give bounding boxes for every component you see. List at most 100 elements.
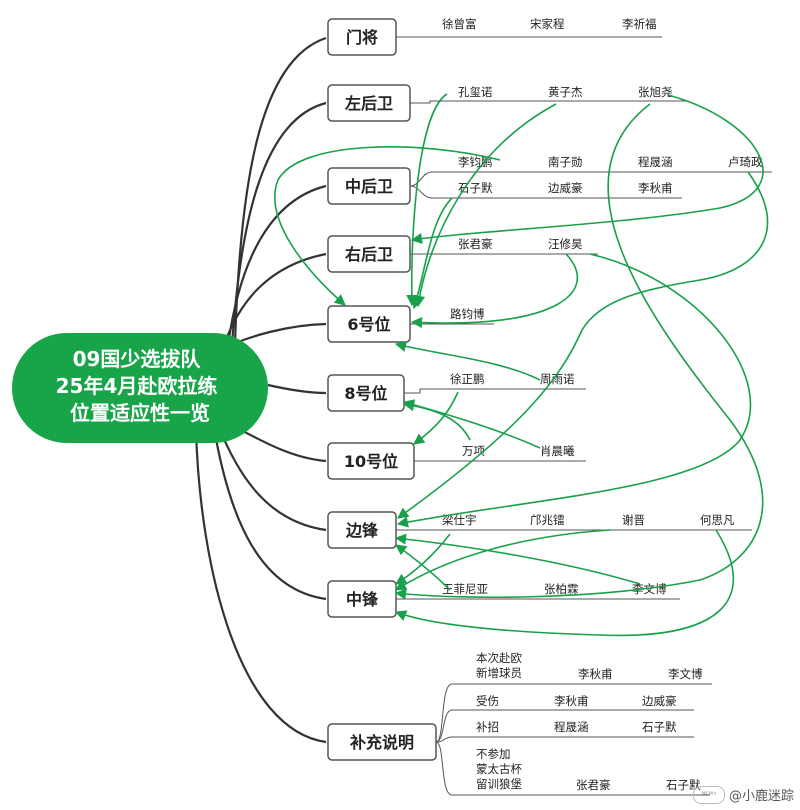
player-8-2: 周雨诺 <box>540 372 575 386</box>
arrow-xuzhengpeng-to-10 <box>413 391 459 445</box>
arrow-konxinuo-to-6 <box>406 93 448 307</box>
note-name-4-1: 张君豪 <box>576 778 611 792</box>
player-striker-3: 李文博 <box>632 582 667 596</box>
branch-line-8 <box>267 383 327 395</box>
position-label-8: 8号位 <box>344 384 387 403</box>
note-name-4-2: 石子默 <box>666 778 701 792</box>
note-name-2-2: 边威豪 <box>642 694 677 708</box>
svg-text:09国少选拔队 25年4月赴欧拉练: 09国少选拔队 25年4月赴欧拉练 位置适应性一览 <box>56 347 225 425</box>
branch-line-notes <box>194 429 327 744</box>
position-label-lb: 左后卫 <box>344 94 393 113</box>
branch-line-winger <box>216 424 327 532</box>
branch-line-rb <box>222 252 327 346</box>
arrow-zhangxuyao-to-rb <box>410 94 764 245</box>
note-name-1-2: 李文博 <box>668 667 703 681</box>
arrow-lijunpeng-to-6 <box>274 146 501 306</box>
position-label-striker: 中锋 <box>346 590 379 609</box>
notes-label: 补充说明 <box>349 733 414 752</box>
player-cb-4: 卢琦政 <box>728 155 763 169</box>
player-gk-1: 徐曾富 <box>442 17 477 31</box>
position-node-6: 6号位 <box>327 305 411 343</box>
player-lb-3: 张旭尧 <box>638 85 673 99</box>
position-label-cb: 中后卫 <box>345 177 393 196</box>
branch-lines <box>194 36 327 744</box>
notes-node: 补充说明 <box>327 723 437 761</box>
root-title-line-1: 09国少选拔队 <box>73 347 202 371</box>
arrow-huangzijie-to-6 <box>413 103 557 308</box>
position-node-lb: 左后卫 <box>327 84 411 122</box>
player-10-1: 万项 <box>462 444 485 458</box>
root-node: 09国少选拔队 25年4月赴欧拉练 位置适应性一览 <box>12 333 268 443</box>
notes-rows: 本次赴欧 新增球员 李秋甫 李文博 受伤 李秋甫 边威豪 补招 程晟涵 石子默 … <box>476 651 703 792</box>
arrow-hesifan-to-striker <box>394 529 734 637</box>
player-cb-5: 石子默 <box>458 181 493 195</box>
player-lb-2: 黄子杰 <box>548 85 583 99</box>
root-title-line-2: 25年4月赴欧拉练 <box>56 374 218 398</box>
position-node-10: 10号位 <box>327 442 415 480</box>
arrow-zhouyunuo-to-6 <box>394 341 541 381</box>
note-label-4-line-1: 不参加 <box>476 747 511 761</box>
note-name-1-1: 李秋甫 <box>578 667 613 681</box>
branch-line-lb <box>230 101 327 346</box>
position-label-rb: 右后卫 <box>345 245 393 264</box>
player-rb-1: 张君豪 <box>458 237 493 251</box>
arrow-xiaochenxi-to-8 <box>402 399 541 449</box>
player-cb-3: 程晟涵 <box>638 155 673 169</box>
position-node-gk: 门将 <box>327 18 397 56</box>
note-label-1-line-2: 新增球员 <box>476 666 522 680</box>
note-label-2: 受伤 <box>476 694 499 708</box>
watermark-text: @小鹿迷踪 <box>728 789 794 804</box>
player-striker-1: 王菲尼亚 <box>442 582 488 596</box>
player-cb-1: 李钧鹏 <box>458 155 493 169</box>
position-label-10: 10号位 <box>344 452 398 471</box>
player-lb-1: 孔玺诺 <box>458 85 493 99</box>
note-label-1-line-1: 本次赴欧 <box>476 651 522 665</box>
note-name-3-1: 程晟涵 <box>554 720 589 734</box>
player-underlines <box>396 36 772 796</box>
root-title-line-3: 位置适应性一览 <box>70 401 210 425</box>
arrow-zhangxuyao-to-striker <box>394 103 764 600</box>
player-6-1: 路钧博 <box>450 307 485 321</box>
player-gk-3: 李祈福 <box>622 17 657 31</box>
position-node-8: 8号位 <box>327 374 405 412</box>
player-8-1: 徐正鹏 <box>450 372 485 386</box>
branch-line-cb <box>226 184 327 346</box>
player-striker-2: 张柏霖 <box>544 582 579 596</box>
note-name-3-2: 石子默 <box>642 720 677 734</box>
player-cb-6: 边威豪 <box>548 181 583 195</box>
position-label-winger: 边锋 <box>345 521 379 540</box>
arrow-wangxiuhao-to-6 <box>410 253 578 329</box>
branch-line-striker <box>212 427 327 601</box>
player-cb-7: 李秋甫 <box>638 181 673 195</box>
position-label-gk: 门将 <box>346 28 378 47</box>
arrow-wanxiang-to-8 <box>402 400 471 441</box>
arrow-luqizheng-to-winger <box>397 171 769 519</box>
player-cb-2: 南子勋 <box>548 155 583 169</box>
arrow-wangfeiniya-to-winger <box>395 544 451 591</box>
position-node-winger: 边锋 <box>327 511 397 549</box>
note-label-3: 补招 <box>476 720 499 734</box>
player-rb-2: 汪修昊 <box>548 237 583 251</box>
arrow-liwenbo-to-winger <box>394 533 641 585</box>
news-logo-icon: ᴺᴱᵂˢ <box>692 785 725 804</box>
players: 徐曾富 宋家程 李祈福 孔玺诺 黄子杰 张旭尧 李钧鹏 南子勋 程晟涵 卢琦政 … <box>442 17 763 596</box>
note-label-4-line-2: 蒙太古杯 <box>476 762 522 776</box>
player-winger-2: 邝兆镭 <box>530 513 565 527</box>
player-gk-2: 宋家程 <box>530 17 565 31</box>
position-node-cb: 中后卫 <box>327 167 411 205</box>
position-label-6: 6号位 <box>347 315 390 334</box>
position-node-rb: 右后卫 <box>327 235 411 273</box>
arrow-shizimo-to-6 <box>411 197 453 310</box>
cross-position-arrows <box>274 93 769 637</box>
player-winger-3: 谢晋 <box>622 513 645 527</box>
note-label-4-line-3: 留训狼堡 <box>476 777 522 791</box>
position-node-striker: 中锋 <box>327 580 397 618</box>
player-10-2: 肖晨曦 <box>540 444 575 458</box>
note-name-2-1: 李秋甫 <box>554 694 589 708</box>
arrow-wangxiuhao-to-winger <box>396 253 752 528</box>
player-winger-4: 何思凡 <box>700 513 735 527</box>
watermark: ᴺᴱᵂˢ @小鹿迷踪 <box>692 785 794 804</box>
arrow-xiejin-to-striker <box>395 529 611 591</box>
player-winger-1: 梁仕宇 <box>442 513 477 527</box>
